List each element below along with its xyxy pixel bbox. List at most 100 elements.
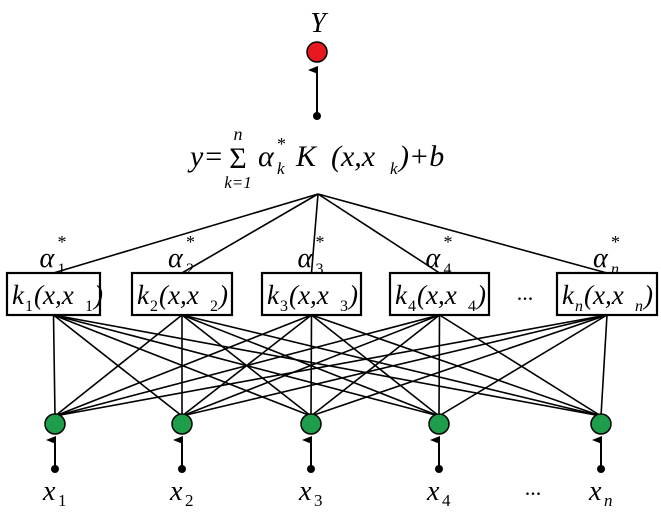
kernel-ellipsis: ... bbox=[517, 280, 534, 305]
input-ellipsis: ... bbox=[525, 475, 542, 500]
input-to-kernel-line bbox=[438, 314, 608, 417]
kernel-to-sum-line bbox=[317, 193, 440, 274]
kernel-to-sum-line bbox=[181, 193, 319, 274]
input-label: x bbox=[169, 476, 183, 507]
input-node bbox=[44, 413, 66, 435]
input-source-dot bbox=[307, 465, 315, 473]
kernel-weight-alpha: α bbox=[593, 243, 609, 274]
kernel-box bbox=[388, 271, 491, 317]
input-label: x bbox=[426, 476, 440, 507]
kernel-weight-alpha: α bbox=[298, 243, 314, 274]
kernel-function: k bbox=[137, 280, 150, 310]
input-source-dot bbox=[51, 465, 59, 473]
input-to-kernel-line bbox=[54, 314, 608, 417]
input-to-kernel-line bbox=[181, 314, 608, 417]
kernel-function-sub: 2 bbox=[150, 298, 158, 315]
input-label-sub: 4 bbox=[442, 491, 451, 510]
formula-sum-upper: n bbox=[234, 124, 243, 144]
kernel-function: k bbox=[395, 280, 408, 310]
kernel-function: k bbox=[562, 280, 575, 310]
kernel-box bbox=[555, 271, 659, 317]
kernel-function: k bbox=[267, 280, 280, 310]
kernel-to-sum-line bbox=[317, 193, 608, 274]
input-node bbox=[171, 413, 193, 435]
kernel-function-sub: 4 bbox=[408, 298, 416, 315]
input-to-kernel-line bbox=[54, 314, 312, 417]
input-label-sub: 3 bbox=[314, 491, 323, 510]
kernel-args-close: ) bbox=[217, 280, 228, 310]
kernel-args: (x,x bbox=[417, 280, 457, 310]
output-bias-dot bbox=[313, 112, 321, 120]
formula-lhs: y= bbox=[187, 140, 224, 173]
input-to-kernel-line bbox=[310, 314, 608, 417]
input-to-kernel-line bbox=[311, 314, 602, 417]
kernel-weight-sub: 4 bbox=[444, 261, 452, 278]
decision-formula: y= Σ n k=1 α * k K (x,x k )+b bbox=[187, 124, 444, 192]
kernel-weight-alpha: α bbox=[168, 243, 184, 274]
input-node bbox=[428, 413, 450, 435]
kernel-weight-star: * bbox=[58, 232, 67, 252]
formula-alpha: α bbox=[258, 140, 275, 173]
kernel-args-sub: n bbox=[635, 298, 643, 315]
formula-alpha-star: * bbox=[277, 134, 286, 154]
kernel-weight-star: * bbox=[316, 232, 325, 252]
kernel-args: (x,x bbox=[159, 280, 199, 310]
kernel-weight-star: * bbox=[444, 232, 453, 252]
kernel-args: (x,x bbox=[34, 280, 74, 310]
formula-kernel-close: )+b bbox=[397, 140, 444, 173]
kernel-box bbox=[260, 271, 363, 317]
connection-lines bbox=[52, 193, 608, 417]
kernel-weight-alpha: α bbox=[40, 243, 56, 274]
input-to-kernel-line bbox=[52, 314, 56, 417]
kernel-args-sub: 1 bbox=[85, 298, 93, 315]
kernel-args-close: ) bbox=[642, 280, 653, 310]
kernel-weight-sub: 2 bbox=[186, 261, 194, 278]
kernel-function-sub: n bbox=[575, 298, 583, 315]
kernel-weight-star: * bbox=[186, 232, 195, 252]
output-node bbox=[306, 41, 328, 63]
input-label-sub: 2 bbox=[185, 491, 194, 510]
kernel-args: (x,x bbox=[289, 280, 329, 310]
kernel-weight-star: * bbox=[611, 232, 620, 252]
input-node bbox=[300, 413, 322, 435]
kernel-box bbox=[5, 271, 102, 317]
kernel-args-close: ) bbox=[475, 280, 486, 310]
kernel-args-sub: 4 bbox=[468, 298, 476, 315]
formula-kernel: K bbox=[295, 140, 318, 173]
input-source-dot bbox=[597, 465, 605, 473]
formula-kernel-args-sub: k bbox=[390, 159, 398, 178]
kernel-args-sub: 2 bbox=[210, 298, 218, 315]
kernel-to-sum-line bbox=[53, 193, 319, 274]
formula-sum-lower: k=1 bbox=[224, 173, 252, 192]
formula-sum-symbol: Σ bbox=[229, 142, 246, 175]
input-source-dot bbox=[178, 465, 186, 473]
input-label-sub: n bbox=[604, 491, 613, 510]
kernel-args-close: ) bbox=[92, 280, 103, 310]
input-to-kernel-line bbox=[439, 314, 602, 417]
input-to-kernel-line bbox=[600, 314, 608, 417]
kernel-weight-sub: 1 bbox=[58, 261, 66, 278]
kernel-args-sub: 3 bbox=[340, 298, 348, 315]
kernel-function-sub: 3 bbox=[280, 298, 288, 315]
output-label: Y bbox=[310, 8, 329, 39]
kernel-weight-alpha: α bbox=[426, 243, 442, 274]
kernel-weight-sub: 3 bbox=[316, 261, 324, 278]
input-label: x bbox=[298, 476, 312, 507]
kernel-function: k bbox=[12, 280, 25, 310]
input-node bbox=[590, 413, 612, 435]
input-source-dot bbox=[435, 465, 443, 473]
input-label: x bbox=[588, 476, 602, 507]
input-label-sub: 1 bbox=[58, 491, 67, 510]
